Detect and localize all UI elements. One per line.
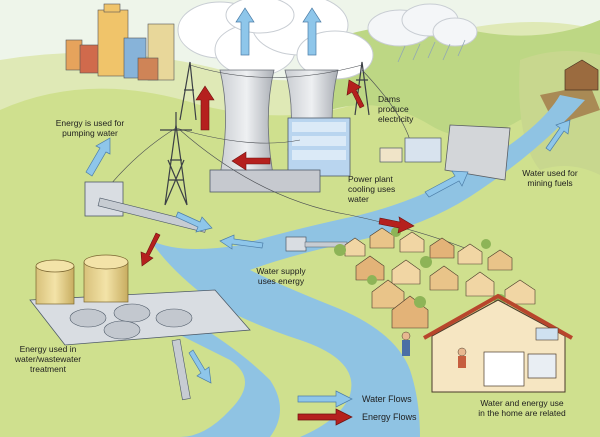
transmission-towers [160, 61, 370, 206]
energy-arrow-plant-left [231, 151, 271, 171]
water-arrow-dam [424, 170, 469, 198]
label-home: Water and energy use in the home are rel… [478, 398, 566, 418]
people [401, 331, 467, 368]
water-flow-arrows [85, 7, 571, 384]
label-mining: Water used for mining fuels [522, 168, 578, 188]
legend-energy-arrow [297, 408, 353, 426]
river [150, 95, 585, 437]
water-arrow-pumping [85, 137, 111, 177]
energy-flow-arrows [140, 79, 415, 267]
rain-lines [397, 39, 466, 63]
water-arrow-mining [545, 119, 571, 152]
treatment-plant [29, 254, 251, 401]
village [344, 227, 536, 329]
pumping-station [84, 181, 208, 233]
power-plant-building [209, 117, 351, 193]
legend-water-label: Water Flows [362, 394, 412, 404]
home-cutaway [423, 293, 573, 393]
label-treatment: Energy used in water/wastewater treatmen… [14, 344, 82, 374]
legend-water-arrow [297, 390, 353, 408]
label-supply: Water supply uses energy [256, 266, 306, 286]
water-arrow-pipe [175, 211, 213, 233]
energy-arrow-dam [346, 79, 365, 109]
label-cooling: Power plant cooling uses water [348, 174, 396, 204]
power-lines [109, 64, 471, 251]
label-pumping: Energy is used for pumping water [55, 118, 125, 138]
energy-arrow-tower-up [195, 85, 215, 131]
water-arrow-outflow [188, 349, 212, 384]
energy-arrow-village [378, 216, 415, 234]
energy-arrow-treatment [140, 232, 161, 267]
water-arrow-river-mid [219, 234, 264, 250]
water-arrow-steam-left [235, 7, 255, 56]
mining-shed [564, 59, 599, 91]
label-dams: Dams produce electricity [378, 94, 414, 124]
water-arrow-steam-right [302, 7, 322, 56]
outflow-stream [150, 320, 280, 437]
rain-cloud [367, 3, 478, 47]
legend [297, 390, 353, 426]
legend-energy-label: Energy Flows [362, 412, 417, 422]
city-skyline [65, 3, 175, 81]
dam [379, 124, 511, 181]
